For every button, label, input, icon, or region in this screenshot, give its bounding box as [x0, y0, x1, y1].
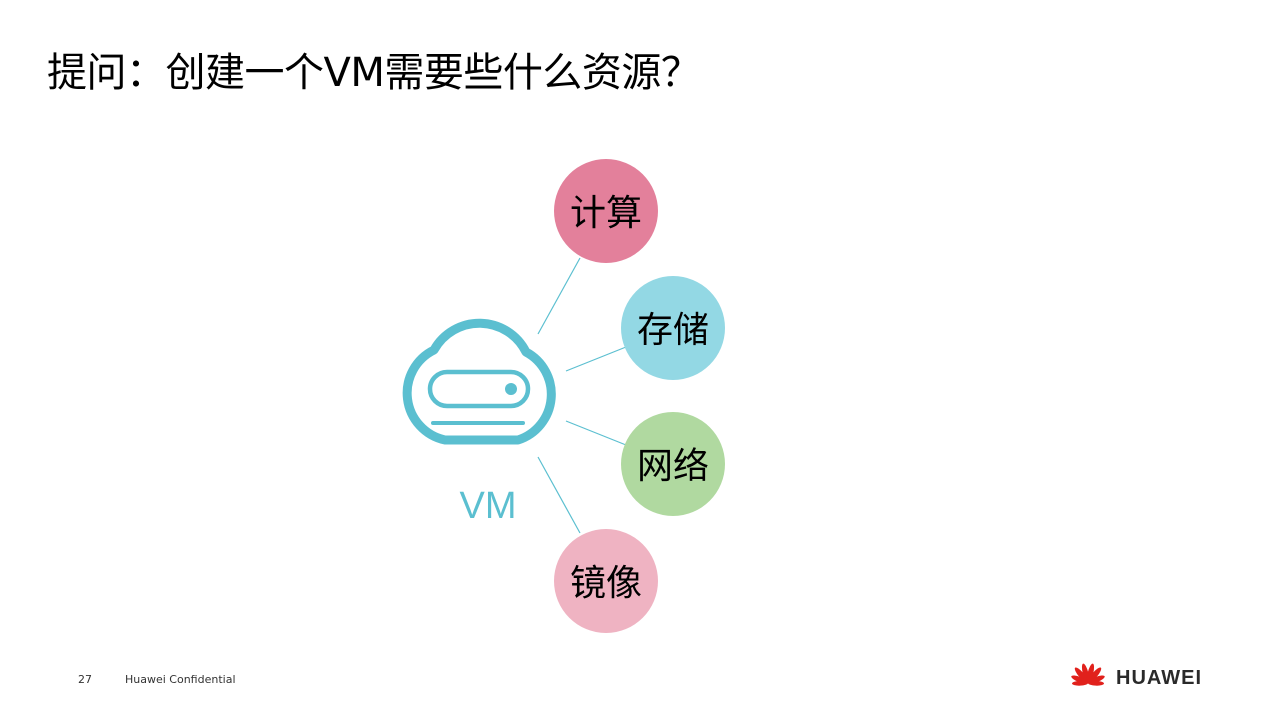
vm-label: VM	[460, 485, 517, 527]
connector-storage	[565, 346, 627, 372]
resource-network-circle	[621, 412, 725, 516]
brand-name: HUAWEI	[1116, 666, 1202, 689]
server-slot-icon	[427, 369, 531, 409]
connector-network	[565, 420, 627, 446]
confidentiality-label: Huawei Confidential	[125, 673, 236, 686]
resource-image: 镜像	[554, 529, 658, 633]
resource-storage-label: 存储	[637, 310, 709, 351]
resource-image-circle	[554, 529, 658, 633]
huawei-logo: HUAWEI	[1068, 662, 1202, 694]
connector-image	[537, 456, 581, 534]
resource-storage: 存储	[621, 276, 725, 380]
resource-network-label: 网络	[637, 446, 709, 487]
page-number: 27	[78, 673, 92, 686]
resource-network: 网络	[621, 412, 725, 516]
resource-compute: 计算	[554, 159, 658, 263]
resource-storage-circle	[621, 276, 725, 380]
connector-compute	[537, 257, 581, 335]
resource-compute-circle	[554, 159, 658, 263]
status-light-icon	[505, 383, 517, 395]
resource-image-label: 镜像	[570, 563, 642, 604]
cloud-vm-icon	[402, 318, 556, 445]
slide-title: 提问：创建一个VM需要些什么资源？	[47, 50, 701, 96]
huawei-flower-icon	[1071, 663, 1105, 686]
resource-compute-label: 计算	[570, 193, 642, 234]
